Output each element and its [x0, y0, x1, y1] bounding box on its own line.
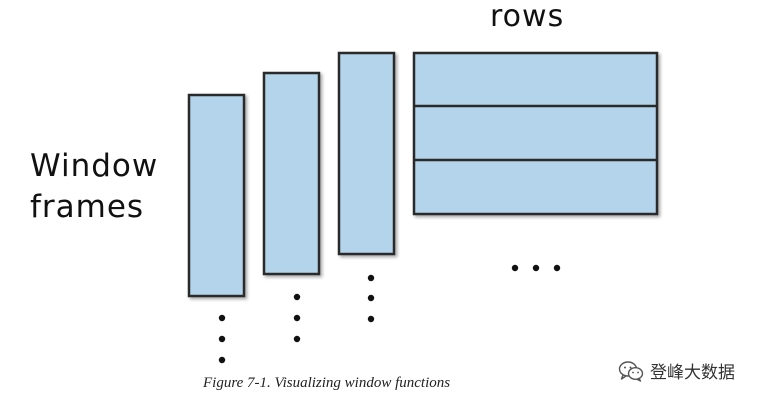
dot: [553, 264, 561, 272]
frame-2-continuation-dots: [293, 293, 301, 343]
rows-block: [412, 51, 659, 216]
frame-1-continuation-dots: [218, 314, 226, 364]
dot: [218, 356, 226, 364]
window-frames-label: Window frames: [30, 146, 158, 228]
frame-3-continuation-dots: [367, 274, 375, 323]
window-frames-label-line-2: frames: [30, 189, 145, 225]
dot: [511, 264, 519, 272]
dot: [293, 335, 301, 343]
watermark: 登峰大数据: [618, 358, 735, 383]
dot: [367, 294, 375, 302]
window-frame-2: [262, 71, 321, 276]
dot: [218, 335, 226, 343]
dot: [367, 315, 375, 323]
rows-label: rows: [490, 0, 565, 34]
dot: [367, 274, 375, 282]
wechat-logo-icon: [618, 360, 644, 382]
dot: [218, 314, 226, 322]
dot: [293, 314, 301, 322]
rows-continuation-dots: [511, 264, 561, 272]
window-frames-label-line-1: Window: [30, 148, 159, 184]
window-frame-3: [337, 51, 396, 256]
watermark-text: 登峰大数据: [650, 363, 735, 383]
dot: [293, 293, 301, 301]
figure-caption: Figure 7-1. Visualizing window functions: [203, 375, 451, 391]
rows-outline: [412, 51, 659, 216]
dot: [532, 264, 540, 272]
window-frame-1: [187, 93, 246, 298]
